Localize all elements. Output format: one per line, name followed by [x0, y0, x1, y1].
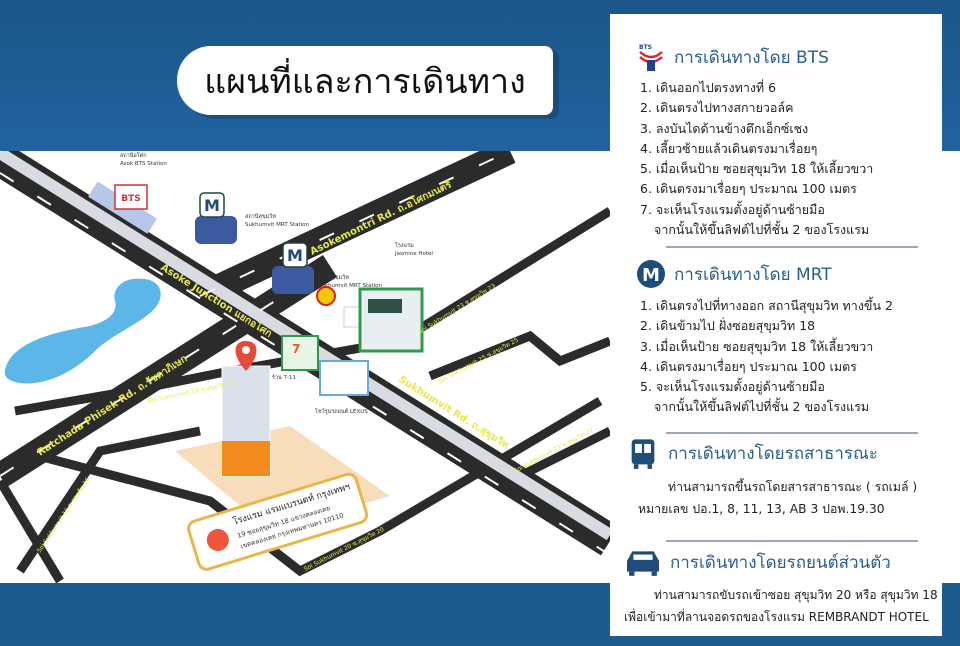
bts-step: 3. ลงบันไดด้านข้างตึกเอ็กซ์เชง	[640, 120, 809, 136]
bts-step: 6. เดินตรงมาเรื่อยๆ ประมาณ 100 เมตร	[640, 181, 857, 197]
road-soi-20	[18, 397, 603, 577]
road-soi-16	[16, 426, 201, 574]
car-description: ท่านสามารถขับรถเข้าซอย สุขุมวิท 20 หรือ …	[624, 588, 938, 624]
bts-section-title: BTS การเดินทางโดย BTS	[636, 42, 829, 72]
svg-text:BTS: BTS	[121, 194, 140, 204]
directions-panel: BTS การเดินทางโดย BTS 1. เดินออกไปตรงทาง…	[610, 14, 942, 636]
map-label-mrt-1-th: สถานีสุขุมวิท	[245, 213, 276, 220]
car-icon	[627, 551, 659, 576]
map-drawing: BTS สถานีอโศก Asok BTS Station M สถานีสุ…	[0, 151, 610, 583]
svg-text:7: 7	[292, 342, 300, 356]
map-label-soi-27: Soi Sukhumvit 27 ซ.สุขุมวิท 27	[513, 427, 595, 475]
divider	[666, 432, 918, 434]
map-label-soi-23: Soi Sukhumvit 23 ซ.สุขุมวิท 23	[417, 282, 496, 335]
location-pin-icon	[235, 341, 257, 371]
bts-step: 5. เมื่อเห็นป้าย ซอยสุขุมวิท 18 ให้เลี้ย…	[640, 161, 874, 177]
jasmine-hotel	[358, 287, 424, 353]
bts-step: 2. เดินตรงไปทางสกายวอล์ค	[640, 100, 794, 116]
map-label-mrt-2: Sukhumvit MRT Station	[318, 283, 383, 289]
mrt-step: 3. เมื่อเห็นป้าย ซอยสุขุมวิท 18 ให้เลี้ย…	[640, 338, 874, 354]
map-label-bts: Asok BTS Station	[120, 161, 167, 167]
bus-description: ท่านสามารถขึ้นรถโดยสารสาธารณะ ( รถเมล์ )…	[638, 480, 918, 516]
car-section-title: การเดินทางโดยรถยนต์ส่วนตัว	[624, 546, 891, 578]
bus-icon	[631, 439, 655, 469]
divider	[666, 246, 918, 248]
mrt-step: 4. เดินตรงมาเรื่อยๆ ประมาณ 100 เมตร	[640, 358, 857, 374]
bts-step: 4. เลี้ยวซ้ายแล้วเดินตรงมาเรื่อยๆ	[640, 140, 818, 156]
map-label-lexus: โชว์รูมรถยนต์ LEXUS	[315, 407, 368, 415]
map-label-asokemontri: Asokemontri Rd. ถ.อโศกมนตรี	[308, 177, 454, 257]
svg-text:M: M	[287, 246, 303, 265]
bts-step: 7. จะเห็นโรงแรมตั้งอยู่ด้านซ้ายมือจากนั้…	[640, 201, 870, 238]
road-soi-23	[397, 207, 610, 345]
map-label-mrt-1: Sukhumvit MRT Station	[245, 222, 310, 228]
map-label-7-11: ร้าน 7-11	[272, 374, 296, 381]
mrt-station-1: M	[195, 192, 237, 244]
mrt-station-2: M	[272, 242, 314, 294]
svg-text:M: M	[642, 265, 660, 286]
mrt-section-title: M การเดินทางโดย MRT	[636, 259, 832, 289]
bts-logo-icon: BTS	[639, 44, 663, 71]
shell-station-icon	[316, 286, 336, 306]
page-title: แผนที่และการเดินทาง	[177, 46, 553, 115]
mrt-step: 5. จะเห็นโรงแรมตั้งอยู่ด้านซ้ายมือจากนั้…	[640, 379, 870, 415]
map-label-jasmine-th: โรงแรม	[395, 241, 414, 249]
divider	[666, 540, 918, 542]
mrt-logo-icon: M	[637, 260, 665, 288]
mrt-step: 1. เดินตรงไปที่ทางออก สถานีสุขุมวิท ทางข…	[640, 298, 893, 313]
road-soi-25	[428, 330, 610, 381]
map-label-soi-25: Soi Sukhumvit 25 ซ.สุขุมวิท 25	[438, 337, 520, 385]
map-label-soi-16: Soi Sukhumvit 16 ซ.สุขุมวิท 16	[36, 476, 92, 554]
bts-station-sign: BTS	[114, 184, 148, 210]
map-label-mrt-2-th: สถานีสุขุมวิท	[318, 274, 349, 281]
mrt-step: 2. เดินข้ามไป ฝั่งซอยสุขุมวิท 18	[640, 318, 816, 334]
seven-eleven-store	[281, 335, 319, 371]
shop	[343, 306, 361, 328]
bts-step: 1. เดินออกไปตรงทางที่ 6	[640, 80, 777, 95]
road-lower	[0, 478, 64, 583]
lake	[4, 278, 161, 384]
rembrandt-logo	[206, 529, 229, 552]
bus-section-title: การเดินทางโดยรถสาธารณะ	[626, 436, 878, 470]
map-label-jasmine: Jasmine Hotel	[394, 251, 433, 257]
map-label-bts-th: สถานีอโศก	[120, 151, 147, 159]
svg-text:M: M	[204, 196, 220, 215]
svg-text:BTS: BTS	[639, 44, 652, 51]
road-ratchada	[0, 255, 337, 487]
bts-steps: 1. เดินออกไปตรงทางที่ 6 2. เดินตรงไปทางส…	[640, 78, 873, 240]
mrt-steps: 1. เดินตรงไปที่ทางออก สถานีสุขุมวิท ทางข…	[640, 296, 893, 418]
lexus-showroom	[319, 360, 369, 396]
